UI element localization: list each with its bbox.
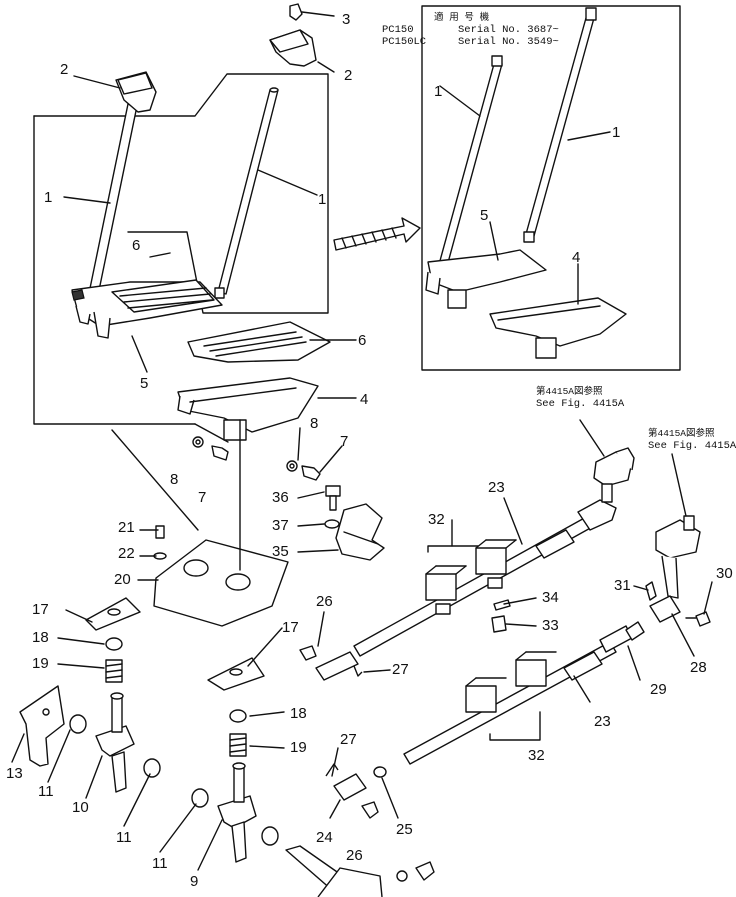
inset-bracket-5 [425, 249, 547, 309]
label-11-lower: 11 [152, 855, 168, 872]
lever-assembly-left [33, 71, 357, 531]
ref-2-en: See Fig. 4415A [648, 440, 736, 452]
clevis-upper [299, 599, 511, 677]
label-13: 13 [6, 765, 23, 782]
label-3: 3 [342, 11, 350, 28]
hatched-arrow [333, 217, 421, 251]
bolt-36-washer-37-bracket-35 [324, 485, 385, 561]
label-26-upper: 26 [316, 593, 333, 610]
bushing-spring-right [229, 709, 247, 757]
label-6-left: 6 [132, 237, 140, 254]
label-27-upper: 27 [392, 661, 409, 678]
label-11-left: 11 [38, 783, 54, 800]
label-1-inset-right: 1 [612, 124, 620, 141]
label-4-inset: 4 [572, 249, 580, 266]
fig-4415a-part-2 [655, 453, 701, 599]
ref-2-jp: 第4415A図参照 [648, 427, 715, 439]
label-23-lower: 23 [594, 713, 611, 730]
label-29: 29 [650, 681, 667, 698]
label-8-right: 8 [310, 415, 318, 432]
serial-model-1: PC150 [382, 24, 414, 36]
bolts-washers-8-7 [192, 427, 343, 481]
see-fig-references: 第4415A図参照 See Fig. 4415A 第4415A図参照 See F… [536, 385, 736, 452]
label-18-left: 18 [32, 629, 49, 646]
fig-4415a-part-1 [579, 419, 635, 503]
ref-1-en: See Fig. 4415A [536, 398, 625, 410]
label-5-inset: 5 [480, 207, 488, 224]
serial-number-1: Serial No. 3687~ [458, 24, 559, 36]
label-5: 5 [140, 375, 148, 392]
shaft-10 [69, 692, 161, 793]
clevis-24 [325, 763, 399, 819]
label-9: 9 [190, 873, 198, 890]
label-1-center: 1 [318, 191, 326, 208]
rod-23-lower [465, 651, 591, 741]
label-17-left: 17 [32, 601, 49, 618]
label-leaders [11, 491, 713, 871]
label-19-right: 19 [290, 739, 307, 756]
bottom-link [285, 845, 435, 897]
knob-and-bolt-top [269, 3, 335, 73]
serial-model-2: PC150LC [382, 36, 426, 48]
plate-20 [153, 419, 289, 627]
label-23-upper: 23 [488, 479, 505, 496]
label-36: 36 [272, 489, 289, 506]
part-labels: 3 2 2 1 1 6 6 5 4 1 1 5 4 8 7 8 7 36 37 … [6, 11, 733, 890]
label-2-right: 2 [344, 67, 352, 84]
inset-pedal-4 [489, 297, 627, 359]
label-28: 28 [690, 659, 707, 676]
lever-right [214, 87, 279, 299]
label-37: 37 [272, 517, 289, 534]
serial-note: 適 用 号 機 PC150 Serial No. 3687~ PC150LC S… [382, 11, 559, 48]
lever-left [87, 71, 157, 301]
rod-23-upper [315, 499, 617, 681]
label-21: 21 [118, 519, 135, 536]
label-2-left: 2 [60, 61, 68, 78]
label-8-left: 8 [170, 471, 178, 488]
label-10: 10 [72, 799, 89, 816]
label-7-left: 7 [198, 489, 206, 506]
pedal-6-middle [187, 321, 331, 363]
serial-note-header: 適 用 号 機 [434, 11, 490, 23]
label-30: 30 [716, 565, 733, 582]
label-17-right: 17 [282, 619, 299, 636]
label-18-right: 18 [290, 705, 307, 722]
label-31: 31 [614, 577, 631, 594]
ref-1-jp: 第4415A図参照 [536, 385, 603, 397]
bracket-5-left [71, 279, 223, 339]
label-35: 35 [272, 543, 289, 560]
label-34: 34 [542, 589, 559, 606]
pedal-4-center [177, 377, 319, 441]
label-11-mid: 11 [116, 829, 132, 846]
label-26-lower: 26 [346, 847, 363, 864]
label-22: 22 [118, 545, 135, 562]
label-32-lower: 32 [528, 747, 545, 764]
label-1-left: 1 [44, 189, 52, 206]
label-27-lower: 27 [340, 731, 357, 748]
label-19-left: 19 [32, 655, 49, 672]
inset-lever-right [523, 7, 597, 243]
label-33: 33 [542, 617, 559, 634]
label-6-center: 6 [358, 332, 366, 349]
label-1-inset-left: 1 [434, 83, 442, 100]
label-32-upper: 32 [428, 511, 445, 528]
label-4: 4 [360, 391, 368, 408]
label-20: 20 [114, 571, 131, 588]
label-25: 25 [396, 821, 413, 838]
bushing-spring-left [105, 637, 123, 683]
label-7-right: 7 [340, 433, 348, 450]
bracket-13 [19, 685, 65, 767]
inset-box [421, 5, 681, 371]
label-24: 24 [316, 829, 333, 846]
serial-number-2: Serial No. 3549~ [458, 36, 559, 48]
inset-lever-left [437, 55, 503, 271]
shaft-9 [191, 762, 279, 863]
cover-17 [85, 597, 265, 691]
clevis-28-pin-30 [403, 581, 711, 765]
